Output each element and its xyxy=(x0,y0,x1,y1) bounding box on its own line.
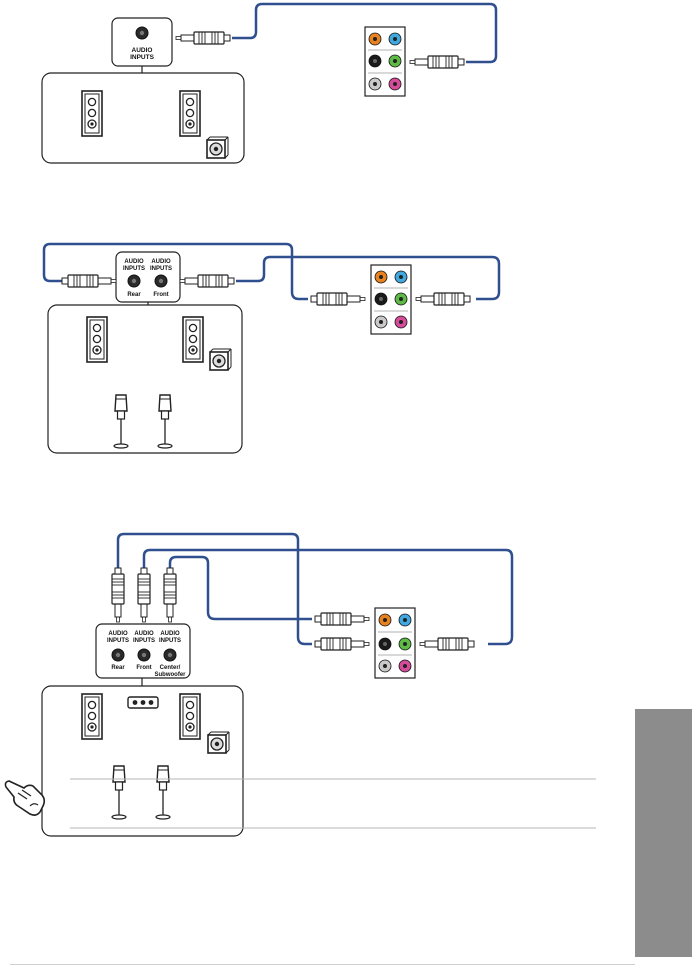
plug-rear-speaker xyxy=(112,568,124,622)
plug-at-rear-out xyxy=(311,293,365,305)
plug-rear-speaker xyxy=(62,275,116,287)
center-subwoofer-cable xyxy=(170,557,312,619)
plug-at-line-out xyxy=(420,638,474,650)
rear-input-label-line1: AUDIO xyxy=(124,259,144,265)
rear-input-jack xyxy=(128,275,140,287)
front-right-speaker xyxy=(180,694,200,739)
front-right-speaker xyxy=(183,317,203,362)
subwoofer xyxy=(208,732,229,753)
pointing-hand-icon xyxy=(5,781,44,815)
front-input-label-line2: INPUTS xyxy=(150,266,172,272)
rear-input-label-line2: INPUTS xyxy=(107,638,129,644)
chapter-side-tab xyxy=(635,709,692,957)
center-input-caption-line2: Subwoofer xyxy=(155,672,187,678)
plug-at-line-out xyxy=(410,56,464,68)
front-input-label-line1: AUDIO xyxy=(151,259,171,265)
audio-input-jack xyxy=(136,27,148,39)
front-left-speaker xyxy=(82,694,102,739)
center-input-label-line1: AUDIO xyxy=(160,631,180,637)
plug-front-speaker xyxy=(180,275,234,287)
diagram-six-channel: AUDIO INPUTS AUDIO INPUTS AUDIO INPUTS R… xyxy=(42,534,512,836)
front-left-speaker xyxy=(87,317,107,362)
plug-at-rear-out xyxy=(315,638,369,650)
front-right-speaker xyxy=(180,91,200,136)
rear-audio-io-panel xyxy=(371,265,411,334)
plug-center-subwoofer xyxy=(164,568,176,622)
center-subwoofer-input-jack xyxy=(164,649,176,661)
center-input-label-line2: INPUTS xyxy=(159,638,181,644)
page-bottom-rule xyxy=(10,964,635,965)
rear-input-label-line2: INPUTS xyxy=(123,266,145,272)
rear-input-caption: Rear xyxy=(111,665,125,671)
rear-audio-io-panel xyxy=(365,27,405,96)
rear-input-label-line1: AUDIO xyxy=(108,631,128,637)
subwoofer xyxy=(210,349,231,370)
input-label-line1: AUDIO xyxy=(132,47,153,54)
speakers-group xyxy=(48,305,242,453)
front-input-caption: Front xyxy=(153,292,168,298)
front-input-jack xyxy=(138,649,150,661)
plug-at-line-out xyxy=(416,293,470,305)
front-audio-cable xyxy=(144,550,512,644)
input-label-line2: INPUTS xyxy=(130,54,155,61)
plug-at-speaker xyxy=(176,32,230,44)
front-input-label-line2: INPUTS xyxy=(133,638,155,644)
subwoofer xyxy=(207,137,228,158)
audio-cable xyxy=(232,4,496,62)
front-input-label-line1: AUDIO xyxy=(134,631,154,637)
plug-front-speaker xyxy=(138,568,150,622)
rear-input-caption: Rear xyxy=(127,292,141,298)
center-input-caption: Center/ xyxy=(160,665,181,671)
center-speaker xyxy=(128,697,158,708)
rear-input-jack xyxy=(112,649,124,661)
plug-at-center-out xyxy=(315,613,369,625)
diagram-stereo: AUDIO INPUTS xyxy=(42,4,496,163)
rear-audio-io-panel xyxy=(375,608,415,678)
front-input-caption: Front xyxy=(136,665,151,671)
front-input-jack xyxy=(155,275,167,287)
diagram-four-channel: AUDIO INPUTS AUDIO INPUTS Rear Front xyxy=(44,244,499,453)
front-left-speaker xyxy=(82,91,102,136)
